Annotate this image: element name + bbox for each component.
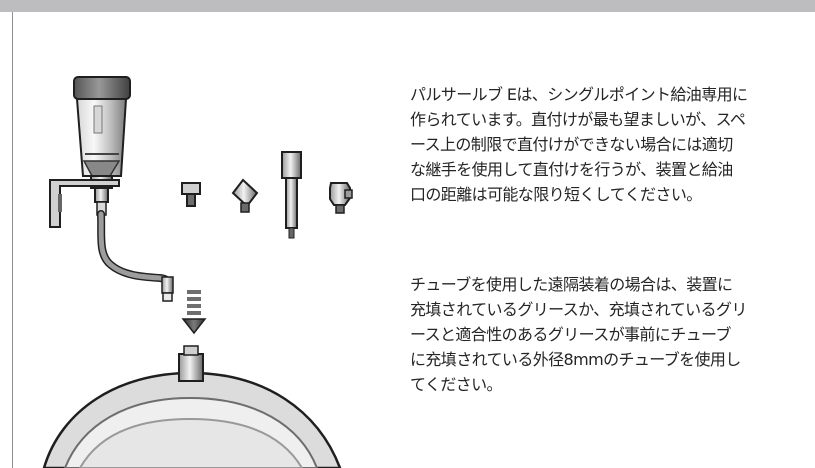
paragraph-remote-mounting: チューブを使用した遠隔装着の場合は、装置に 充填されているグリースか、充填されて… [410, 272, 815, 397]
paragraph-line: 作られています。直付けが最も望ましいが、スペ [410, 110, 746, 129]
installation-illustration [42, 76, 353, 468]
paragraph-line: に充填されている外径8mmのチューブを使用し [410, 350, 741, 369]
paragraph-line: 口の距離は可能な限り短くしてください。 [410, 185, 702, 204]
bearing-housing-icon [42, 345, 342, 468]
paragraph-line: な継手を使用して直付けを行うが、装置と給油 [410, 160, 733, 179]
arrow-down-icon [181, 290, 207, 335]
extension-icon [281, 151, 302, 239]
paragraph-line: てください。 [410, 375, 503, 394]
page-border-line [12, 12, 13, 468]
paragraph-line: ースと適合性のあるグリースが事前にチューブ [410, 325, 731, 344]
tube-icon [97, 210, 174, 302]
paragraph-line: パルサールブ Eは、シングルポイント給油専用に [410, 85, 748, 104]
lubricator-icon [49, 76, 131, 228]
fitting-icon [231, 178, 259, 213]
paragraph-line: 充填されているグリースか、充填されているグリ [410, 300, 747, 319]
paragraph-line: チューブを使用した遠隔装着の場合は、装置に [410, 275, 733, 294]
paragraph-line: ース上の制限で直付けができない場合には適切 [410, 135, 733, 154]
adapter-icon [181, 182, 201, 207]
top-header-band [0, 0, 815, 12]
paragraph-direct-mounting: パルサールブ Eは、シングルポイント給油専用に 作られています。直付けが最も望ま… [410, 82, 815, 207]
elbow-icon [329, 182, 353, 214]
